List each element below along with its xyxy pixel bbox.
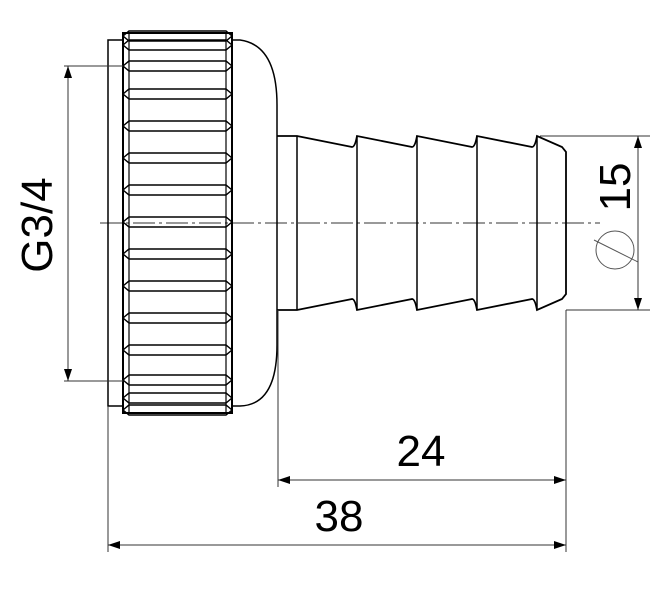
barb-length-label: 24 — [397, 427, 446, 476]
knurl-rib — [121, 88, 234, 100]
knurl-rib — [121, 60, 234, 72]
knurl-rib — [121, 152, 234, 164]
diameter-dimension — [540, 135, 650, 311]
knurl-rib — [121, 344, 234, 356]
diameter-label: 15 — [591, 163, 640, 212]
knurl-rib — [121, 374, 234, 386]
knurl-rib — [121, 280, 234, 292]
hose-barb — [277, 134, 567, 312]
knurl-rib — [121, 120, 234, 132]
barb-section-lines — [296, 136, 538, 310]
thread-dimension — [64, 65, 123, 382]
overall-length-label: 38 — [315, 492, 364, 541]
knurl-rib — [121, 392, 234, 404]
thread-label: G3/4 — [13, 177, 62, 272]
knurl-rib — [121, 216, 234, 228]
knurled-nut — [121, 30, 234, 416]
knurl-rib — [121, 312, 234, 324]
barb-length-dimension — [277, 310, 567, 552]
diameter-symbol-icon — [593, 230, 639, 270]
nut-cap — [232, 39, 278, 407]
knurl-rib — [121, 248, 234, 260]
overall-length-dimension — [107, 406, 566, 552]
knurl-rib — [121, 184, 234, 196]
